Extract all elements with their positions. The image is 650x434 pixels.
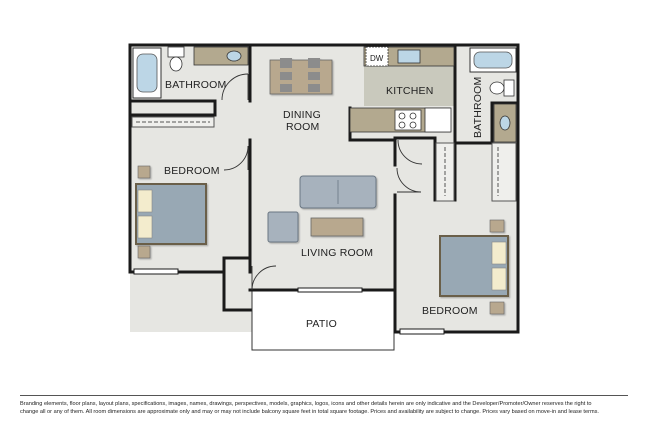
toilet	[169, 56, 183, 72]
toilet-tank	[167, 46, 185, 58]
disclaimer-line-2: change all or any of them. All room dime…	[20, 409, 599, 416]
label-dining-room-line1: DINING	[283, 109, 321, 121]
stove	[394, 109, 422, 131]
dining-table	[269, 59, 333, 95]
chair	[280, 58, 292, 68]
dishwasher	[365, 46, 389, 67]
label-bedroom-right: BEDROOM	[422, 305, 478, 317]
chair	[308, 84, 320, 92]
nightstand	[489, 301, 505, 315]
label-bedroom-left: BEDROOM	[164, 165, 220, 177]
nightstand	[137, 165, 151, 179]
bathroom-right	[469, 47, 517, 143]
coffee-table	[310, 217, 364, 237]
armchair	[267, 211, 299, 243]
kitchen-fixtures	[349, 46, 455, 133]
toilet-tank	[503, 79, 515, 97]
chair	[280, 84, 292, 92]
sink	[499, 115, 511, 131]
label-kitchen: KITCHEN	[386, 85, 434, 97]
burner	[398, 121, 406, 129]
disclaimer-line-1: Branding elements, floor plans, layout p…	[20, 401, 592, 407]
burner	[409, 112, 417, 120]
nightstand	[489, 219, 505, 233]
windows	[133, 268, 445, 335]
pillow	[137, 215, 153, 239]
label-living-room: LIVING ROOM	[301, 247, 373, 259]
door-swings	[221, 73, 423, 291]
kitchen-sink	[397, 49, 421, 64]
kitchen-floor	[364, 66, 454, 106]
label-patio: PATIO	[306, 318, 337, 330]
burner	[398, 112, 406, 120]
pillow	[137, 189, 153, 213]
chair	[308, 58, 320, 68]
pillow	[491, 241, 507, 265]
sink	[226, 50, 242, 62]
chair	[308, 72, 320, 80]
dining-set	[269, 58, 333, 95]
label-bathroom-right: BATHROOM	[472, 77, 484, 139]
disclaimer: Branding elements, floor plans, layout p…	[20, 400, 632, 416]
disclaimer-divider	[20, 395, 628, 396]
closets	[131, 116, 517, 202]
label-dining-room-line2: ROOM	[286, 121, 319, 133]
bed-left	[135, 165, 207, 259]
pillow	[491, 267, 507, 291]
living-room-furniture	[267, 175, 377, 243]
bathroom-left	[132, 46, 249, 99]
burner	[409, 121, 417, 129]
label-dishwasher: DW	[370, 54, 384, 63]
chair	[280, 72, 292, 80]
nightstand	[137, 245, 151, 259]
bed-right	[439, 219, 509, 315]
toilet	[489, 81, 505, 95]
refrigerator	[424, 107, 452, 133]
label-bathroom-left: BATHROOM	[165, 79, 227, 91]
